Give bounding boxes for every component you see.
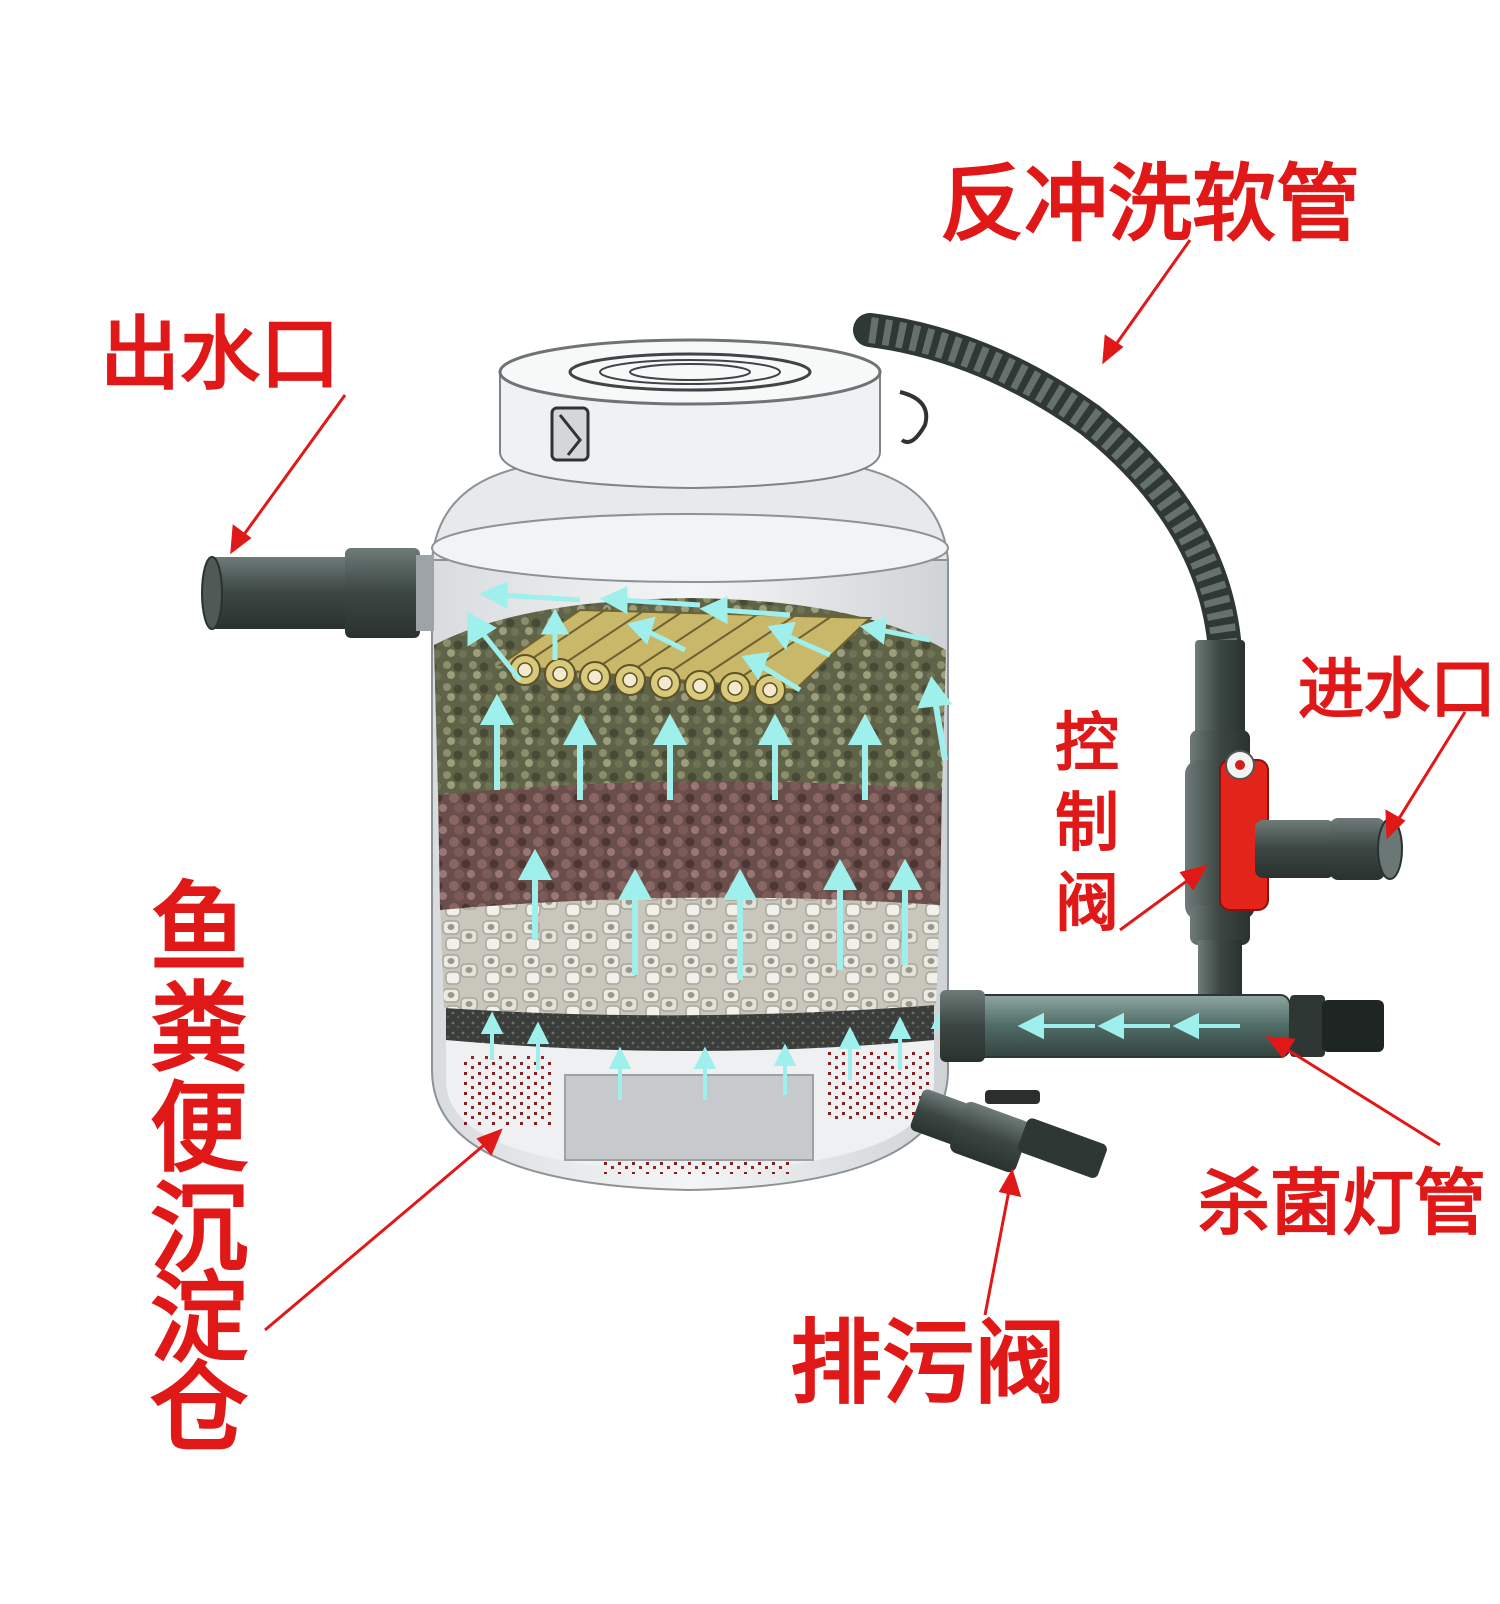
uv-lamp-pipe[interactable] <box>940 990 1384 1062</box>
flow-arrow <box>627 616 687 653</box>
backwash-hose[interactable] <box>853 313 1242 667</box>
flow-arrow <box>888 1016 912 1070</box>
label-sediment-chamber-4: 沉 <box>150 1172 248 1286</box>
label-sediment-chamber-3: 便 <box>150 1072 249 1186</box>
pointer-control-valve <box>1119 864 1209 932</box>
flow-arrows <box>467 581 954 1100</box>
flow-arrow <box>540 608 570 660</box>
flow-arrow <box>757 713 793 800</box>
filter-media <box>434 598 946 1174</box>
flow-arrow <box>608 1046 632 1100</box>
lid-clamp-right[interactable] <box>899 390 929 445</box>
sludge-right <box>825 1050 930 1120</box>
filter-lid <box>498 338 929 490</box>
flow-arrow <box>599 586 701 615</box>
label-sediment-chamber-5: 淀 <box>150 1262 248 1376</box>
flow-arrow <box>1097 1012 1170 1040</box>
sludge-bottom <box>600 1162 790 1174</box>
flow-arrow <box>741 651 802 693</box>
flow-arrow <box>467 611 522 682</box>
flow-arrow <box>562 713 598 800</box>
label-sediment-chamber-6: 仓 <box>150 1352 249 1466</box>
flow-arrow <box>859 616 931 645</box>
flow-arrow <box>887 858 923 965</box>
label-control-valve-3: 阀 <box>1055 867 1119 941</box>
label-uv-lamp: 杀菌灯管 <box>1198 1161 1486 1245</box>
flow-arrow <box>1172 1012 1240 1040</box>
label-backwash-hose: 反冲洗软管 <box>940 155 1360 253</box>
inlet-pipe[interactable] <box>1255 818 1403 880</box>
label-sediment-chamber: 鱼 粪 便 沉 淀 仓 <box>150 872 249 1466</box>
flow-arrow <box>767 621 832 658</box>
pointer-sediment-chamber <box>264 1128 503 1332</box>
drain-valve[interactable] <box>909 1088 1109 1180</box>
pointer-arrows <box>230 239 1467 1332</box>
flow-arrow <box>479 693 515 790</box>
lid-clamp-left[interactable] <box>550 406 590 462</box>
flow-arrow <box>693 1046 717 1100</box>
drain-valve-handle[interactable] <box>985 1090 1040 1104</box>
label-inlet: 进水口 <box>1298 651 1496 728</box>
layer-ceramic-rings <box>440 891 940 1016</box>
outlet-pipe[interactable] <box>201 548 434 638</box>
flow-arrow <box>526 1021 550 1070</box>
label-sediment-chamber-2: 粪 <box>150 972 248 1086</box>
flow-arrow <box>617 868 653 975</box>
sludge-left <box>460 1055 555 1125</box>
pointer-uv-lamp <box>1265 1036 1441 1147</box>
flow-arrow <box>517 848 553 940</box>
flow-arrow <box>699 596 791 625</box>
label-drain-valve: 排污阀 <box>790 1310 1066 1417</box>
pointer-backwash-hose <box>1102 239 1192 365</box>
label-control-valve: 控 制 阀 <box>1055 707 1119 941</box>
flow-arrow <box>917 676 953 761</box>
flow-arrow <box>773 1043 797 1095</box>
uv-lamp-connector[interactable] <box>1322 1000 1384 1052</box>
label-control-valve-1: 控 <box>1055 707 1119 781</box>
flow-arrow <box>722 868 758 980</box>
pointer-outlet <box>230 394 347 555</box>
flow-arrow <box>847 713 883 800</box>
layer-lava-rock <box>438 777 942 910</box>
pointer-inlet <box>1385 711 1467 840</box>
sediment-box <box>564 1074 814 1161</box>
label-control-valve-2: 制 <box>1055 787 1119 861</box>
flow-arrow <box>480 1011 504 1060</box>
pointer-drain-valve <box>983 1168 1022 1316</box>
flow-arrow <box>652 713 688 800</box>
flow-arrow <box>479 581 581 610</box>
flow-arrow <box>822 858 858 970</box>
label-sediment-chamber-1: 鱼 <box>150 872 248 986</box>
flow-arrow <box>1017 1012 1095 1040</box>
label-outlet: 出水口 <box>100 308 340 401</box>
flow-arrow <box>838 1026 862 1080</box>
